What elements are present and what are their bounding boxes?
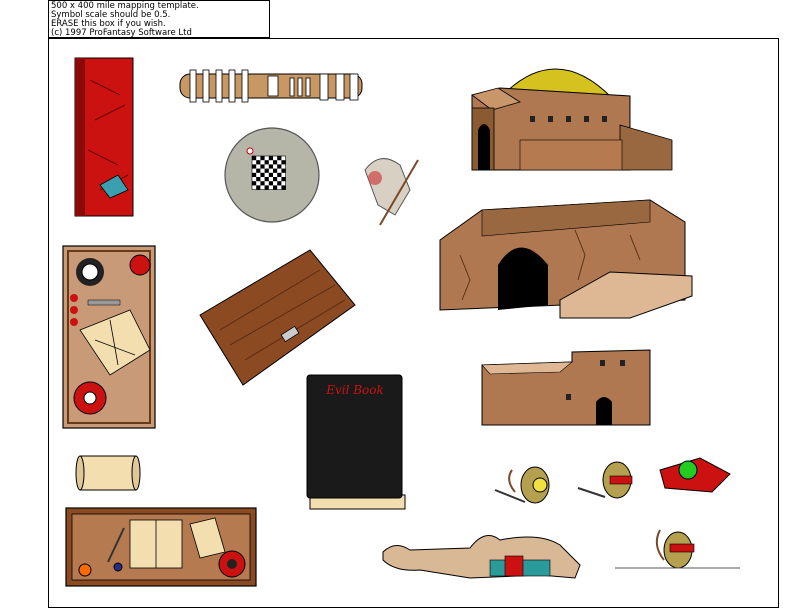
chess-square — [281, 168, 286, 173]
chess-square — [268, 181, 273, 186]
round-game-table-symbol[interactable] — [224, 127, 320, 223]
chess-square — [256, 160, 261, 165]
evil-book-title: Evil Book — [325, 383, 384, 397]
chess-square — [252, 172, 257, 177]
chess-square — [264, 177, 269, 182]
chess-square — [260, 156, 265, 161]
slain-figure-symbol[interactable] — [364, 158, 419, 226]
chess-square — [277, 172, 282, 177]
chess-square — [256, 177, 261, 182]
soldier-symbol-1[interactable] — [494, 466, 550, 504]
chess-square — [273, 168, 278, 173]
chess-square — [256, 168, 261, 173]
chess-square — [281, 185, 286, 190]
chess-square — [264, 168, 269, 173]
chess-square — [268, 172, 273, 177]
chess-square — [260, 172, 265, 177]
chess-square — [264, 185, 269, 190]
chess-square — [281, 160, 286, 165]
template-note-line-3: ERASE this box if you wish. — [51, 19, 166, 30]
chess-square — [260, 164, 265, 169]
soldier-symbol-2[interactable] — [577, 461, 633, 499]
domed-temple-symbol[interactable] — [471, 68, 673, 171]
weapon-rack-symbol[interactable] — [179, 69, 363, 103]
small-mud-house-symbol[interactable] — [481, 349, 651, 426]
chess-square — [256, 185, 261, 190]
camel-symbol[interactable] — [382, 535, 581, 579]
scroll-symbol[interactable] — [75, 455, 141, 491]
red-rug-symbol[interactable] — [74, 57, 134, 217]
wooden-chest-symbol[interactable] — [199, 249, 356, 386]
chessboard — [251, 155, 286, 190]
chess-square — [281, 177, 286, 182]
chess-square — [268, 164, 273, 169]
chess-square — [252, 181, 257, 186]
chess-square — [277, 156, 282, 161]
alchemy-bench-symbol[interactable] — [62, 245, 156, 429]
chess-square — [277, 164, 282, 169]
chess-square — [273, 185, 278, 190]
soldier-symbol-3[interactable] — [615, 529, 740, 569]
template-note-box[interactable]: 500 x 400 mile mapping template. Symbol … — [48, 0, 270, 38]
chess-square — [264, 160, 269, 165]
adobe-cave-house-symbol[interactable] — [439, 199, 693, 319]
chess-square — [260, 181, 265, 186]
study-desk-symbol[interactable] — [65, 507, 257, 587]
fallen-soldier-symbol[interactable] — [659, 457, 731, 493]
evil-book-symbol[interactable]: Evil Book — [306, 374, 406, 510]
template-note-line-1: 500 x 400 mile mapping template. — [51, 1, 199, 11]
chess-square — [268, 156, 273, 161]
chess-square — [273, 177, 278, 182]
template-note-line-4: (c) 1997 ProFantasy Software Ltd — [51, 28, 192, 39]
chess-square — [277, 181, 282, 186]
chess-square — [252, 156, 257, 161]
template-note-line-2: Symbol scale should be 0.5. — [51, 10, 171, 21]
chess-square — [273, 160, 278, 165]
chess-square — [252, 164, 257, 169]
